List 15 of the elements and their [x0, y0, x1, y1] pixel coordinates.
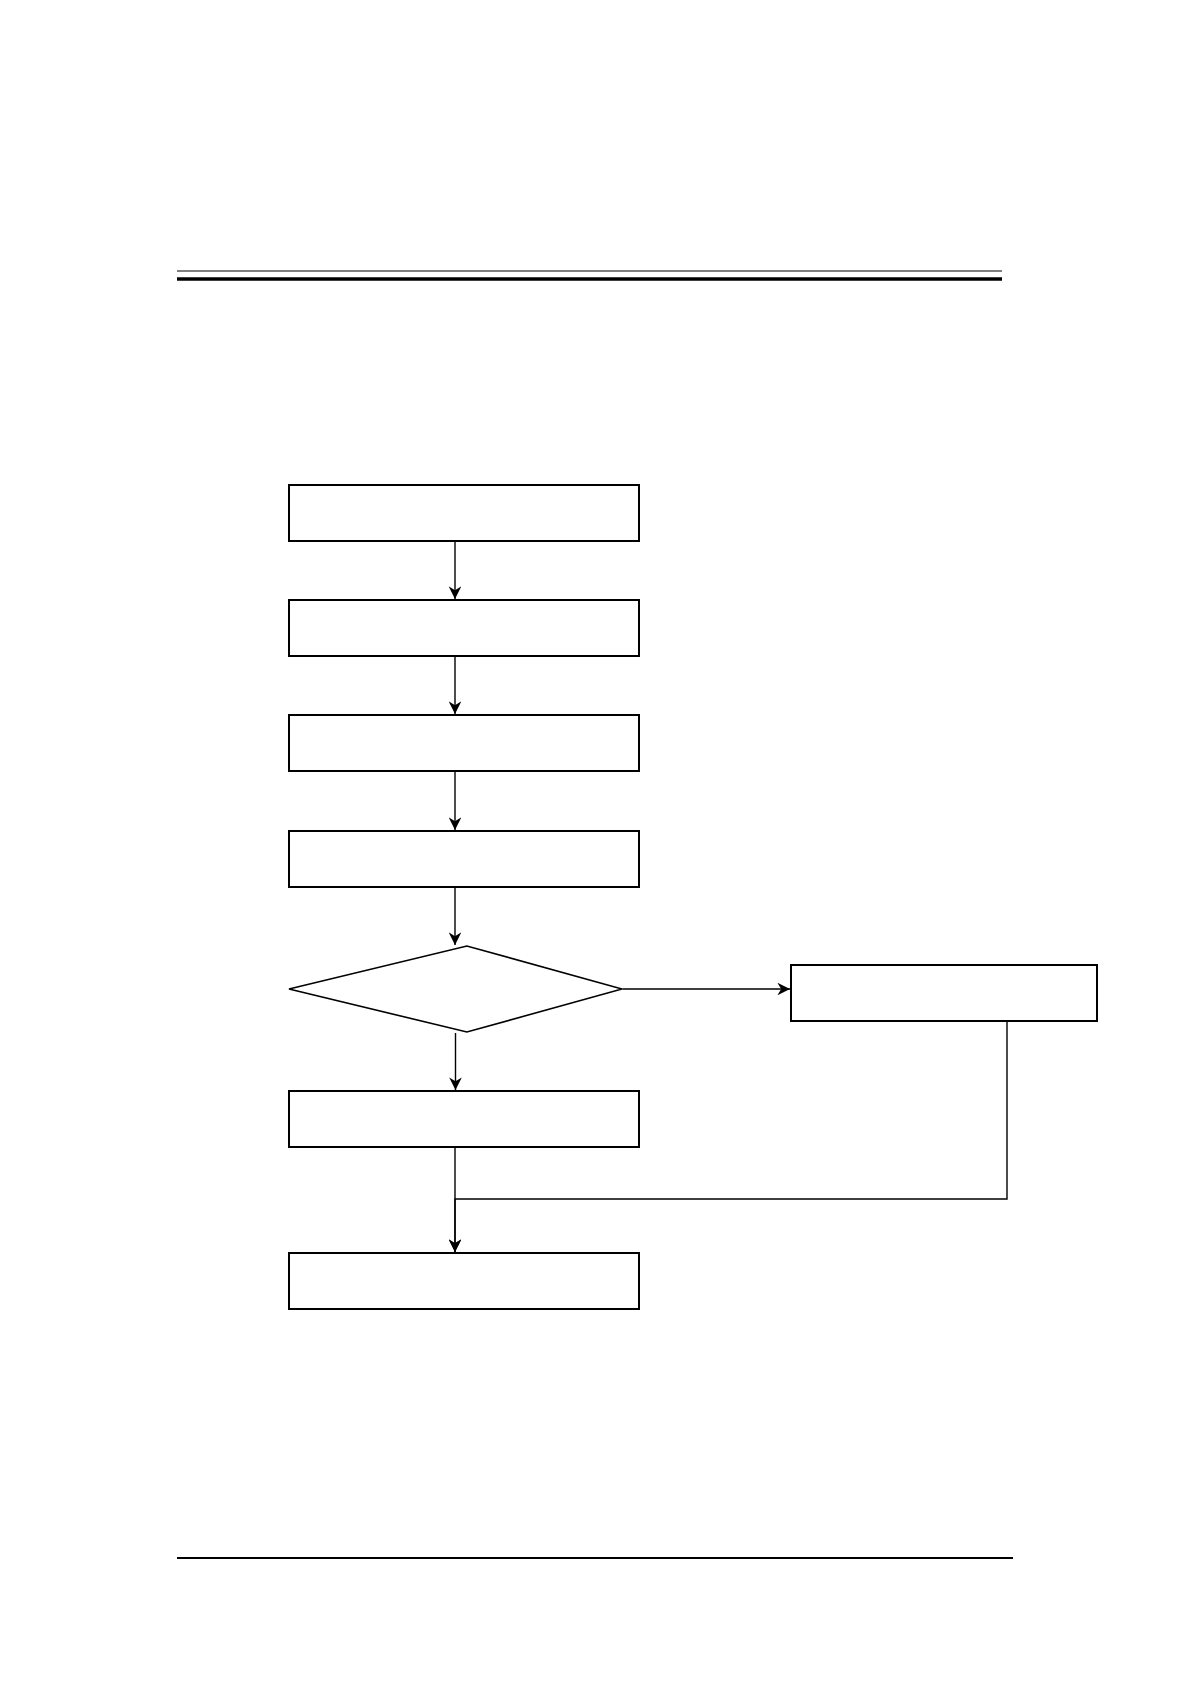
process-box [288, 714, 640, 772]
process-box [790, 964, 1098, 1022]
decision-diamond [288, 945, 623, 1033]
process-box [288, 830, 640, 888]
arrow [622, 982, 791, 996]
arrow [448, 656, 462, 715]
arrow [448, 887, 462, 946]
process-box [288, 1090, 640, 1148]
process-box [288, 599, 640, 657]
arrow [448, 541, 462, 600]
arrow [448, 1021, 1008, 1253]
process-box [288, 1252, 640, 1310]
arrow [448, 771, 462, 831]
arrow [449, 1032, 462, 1091]
process-box [288, 484, 640, 542]
